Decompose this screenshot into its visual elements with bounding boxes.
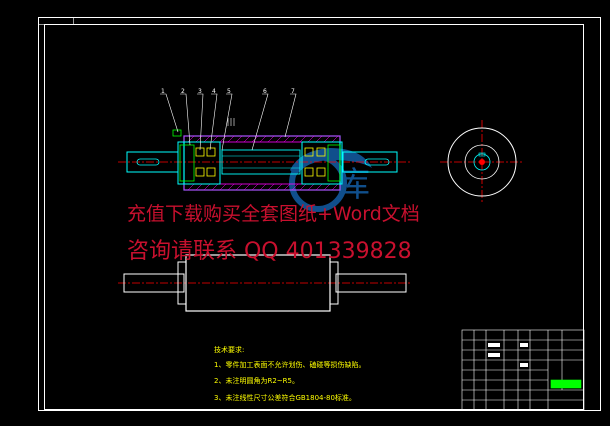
section-view [118, 118, 410, 191]
end-view [440, 120, 524, 204]
left-keyway [136, 158, 160, 166]
balloon-label-group: 1 2 3 4 5 6 7 [161, 88, 295, 95]
shell-wall-bottom [183, 183, 341, 191]
balloon-label: 2 [181, 88, 185, 95]
exterior-view [118, 254, 412, 312]
end-view-outer-circle [447, 127, 517, 197]
right-shaft [342, 151, 398, 173]
left-seal-upper [206, 147, 216, 157]
exterior-right-shaft [335, 273, 407, 293]
inner-border [44, 24, 584, 410]
left-bearing-lower [195, 167, 205, 177]
balloon-label: 4 [212, 88, 216, 95]
leader-lines [160, 93, 297, 151]
right-keyway [364, 158, 390, 166]
grease-fitting [172, 129, 182, 137]
tech-req-item: 2、未注明圆角为R2~R5。 [214, 377, 299, 385]
end-view-shaft [479, 159, 485, 165]
tech-req-item: 1、零件加工表面不允许划伤、磕碰等损伤缺陷。 [214, 361, 366, 369]
inner-tube [221, 149, 301, 175]
watermark-line-2: 咨询请联系 QQ 401339828 [127, 239, 412, 264]
exterior-left-shaft [123, 273, 185, 293]
end-view-bearing-circle [473, 153, 491, 171]
right-flange [327, 144, 341, 182]
balloon-label: 1 [161, 88, 165, 95]
right-seal-upper [316, 147, 326, 157]
left-flange [179, 144, 195, 182]
right-bearing-upper [304, 147, 314, 157]
balloon-label: 7 [291, 88, 295, 95]
balloon-label: 3 [198, 88, 202, 95]
right-seal-lower [316, 167, 326, 177]
exterior-drum [185, 254, 331, 312]
outer-border [38, 17, 601, 411]
balloon-label: 6 [263, 88, 267, 95]
right-bearing-housing [301, 141, 343, 185]
left-bearing-housing [177, 141, 221, 185]
drum-shell [183, 135, 341, 191]
corner-tag-box [38, 17, 74, 25]
right-bearing-lower [304, 167, 314, 177]
title-block-green-cell [550, 379, 582, 389]
end-view-hub-circle [464, 144, 500, 180]
title-block [461, 329, 585, 411]
balloon-label: 5 [227, 88, 231, 95]
left-seal-lower [206, 167, 216, 177]
tech-req-title: 技术要求: [214, 346, 245, 354]
shell-wall-top [183, 135, 341, 143]
watermark-line-1: 充值下载购买全套图纸+Word文档 [127, 203, 420, 225]
tech-req-item: 3、未注线性尺寸公差符合GB1804-80标准。 [214, 394, 356, 402]
